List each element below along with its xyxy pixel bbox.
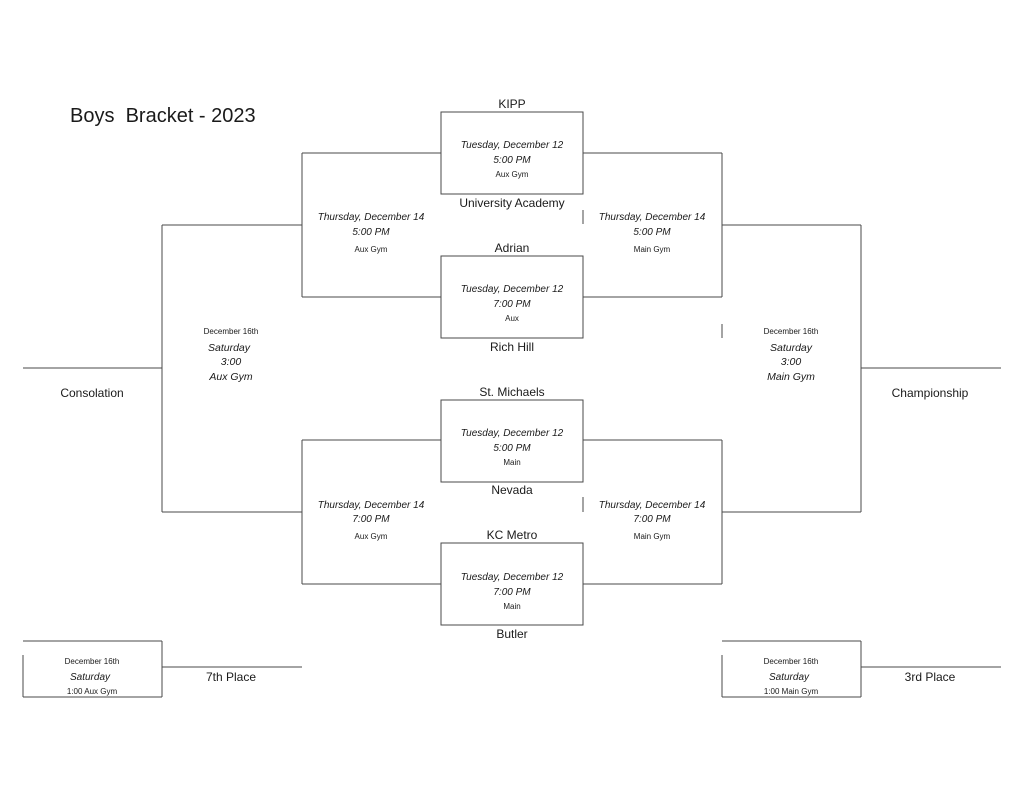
game-4-venue: Main — [503, 602, 521, 611]
team-kipp: KIPP — [498, 97, 526, 111]
team-nevada: Nevada — [491, 483, 533, 497]
seventh-place-day: Saturday — [69, 672, 111, 683]
game-3-day: Tuesday, December 12 — [460, 428, 564, 439]
game-4-time: 7:00 PM — [493, 587, 531, 598]
team-adrian: Adrian — [494, 241, 530, 255]
semi-right-top-day: Thursday, December 14 — [598, 212, 706, 223]
game-box-2 — [440, 255, 584, 339]
game-box-4 — [440, 542, 584, 626]
seventh-place-detail: 1:00 Aux Gym — [66, 687, 118, 696]
game-1-venue: Aux Gym — [495, 170, 529, 179]
championship-venue: Main Gym — [767, 371, 815, 383]
game-3-venue: Main — [503, 458, 521, 467]
team-st-michaels: St. Michaels — [479, 385, 545, 399]
championship-label: Championship — [891, 386, 969, 400]
consolation-date: December 16th — [203, 327, 259, 336]
game-box-3 — [440, 399, 584, 483]
team-rich-hill: Rich Hill — [489, 340, 535, 354]
team-kc-metro: KC Metro — [486, 528, 538, 542]
page-title: Boys Bracket - 2023 — [70, 105, 256, 127]
semi-left-bottom-time: 7:00 PM — [352, 514, 390, 525]
semi-right-bottom-time: 7:00 PM — [633, 514, 671, 525]
game-2-time: 7:00 PM — [493, 299, 531, 310]
seventh-place-label: 7th Place — [205, 670, 257, 684]
game-4-day: Tuesday, December 12 — [460, 572, 564, 583]
championship-time: 3:00 — [780, 356, 802, 368]
game-1-day: Tuesday, December 12 — [460, 140, 564, 151]
third-place-day: Saturday — [768, 672, 810, 683]
semi-right-top-time: 5:00 PM — [633, 227, 671, 238]
consolation-venue: Aux Gym — [209, 371, 253, 383]
semi-left-bottom-day: Thursday, December 14 — [317, 500, 425, 511]
consolation-time: 3:00 — [220, 356, 242, 368]
semi-right-bottom-day: Thursday, December 14 — [598, 500, 706, 511]
semi-right-bottom-venue: Main Gym — [633, 532, 671, 541]
game-3-time: 5:00 PM — [493, 443, 531, 454]
game-2-day: Tuesday, December 12 — [460, 284, 564, 295]
third-place-label: 3rd Place — [904, 670, 956, 684]
game-box-1 — [440, 111, 584, 195]
championship-day: Saturday — [769, 342, 813, 354]
consolation-label: Consolation — [60, 386, 124, 400]
consolation-day: Saturday — [207, 342, 251, 354]
semi-left-top-day: Thursday, December 14 — [317, 212, 425, 223]
semi-right-top-venue: Main Gym — [633, 245, 671, 254]
semi-left-bottom-venue: Aux Gym — [354, 532, 388, 541]
championship-date: December 16th — [763, 327, 819, 336]
third-place-date: December 16th — [763, 657, 819, 666]
semi-left-top-venue: Aux Gym — [354, 245, 388, 254]
game-1-time: 5:00 PM — [493, 155, 531, 166]
seventh-place-date: December 16th — [64, 657, 120, 666]
semi-left-top-time: 5:00 PM — [352, 227, 390, 238]
third-place-detail: 1:00 Main Gym — [763, 687, 819, 696]
game-2-venue: Aux — [505, 314, 519, 323]
team-butler: Butler — [496, 627, 528, 641]
team-university-academy: University Academy — [459, 196, 565, 210]
